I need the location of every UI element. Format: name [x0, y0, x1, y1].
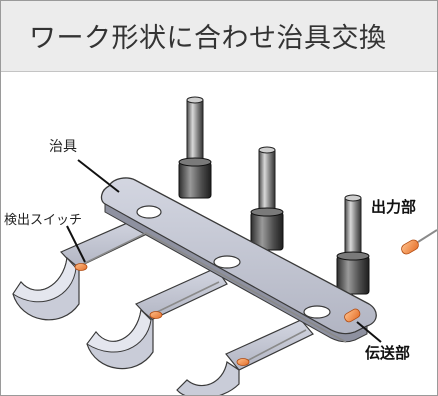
- detection-switch-1: [74, 263, 88, 271]
- label-jig: 治具: [49, 139, 77, 155]
- detection-switch-2: [149, 311, 163, 319]
- title-bar: ワーク形状に合わせ治具交換: [1, 1, 437, 72]
- jig-diagram: 治具 検出スイッチ 出力部 伝送部: [4, 96, 437, 395]
- pin-3: [336, 194, 370, 295]
- jig-arm-3: [176, 319, 314, 395]
- transmission-unit: [344, 308, 361, 323]
- label-transmission-unit: 伝送部: [365, 344, 410, 362]
- label-output-unit: 出力部: [371, 198, 416, 216]
- leader-lines: [66, 159, 382, 343]
- page-title: ワーク形状に合わせ治具交換: [29, 23, 387, 54]
- output-unit: [401, 229, 437, 255]
- pin-2: [250, 146, 284, 251]
- detection-switch-3: [236, 358, 250, 366]
- label-detection-switch: 検出スイッチ: [4, 213, 82, 228]
- pin-1: [178, 96, 212, 199]
- jig-plate: [100, 177, 377, 343]
- detection-switches: [74, 263, 250, 366]
- signal-wires: [78, 232, 347, 365]
- jig-arm-2: [86, 267, 228, 370]
